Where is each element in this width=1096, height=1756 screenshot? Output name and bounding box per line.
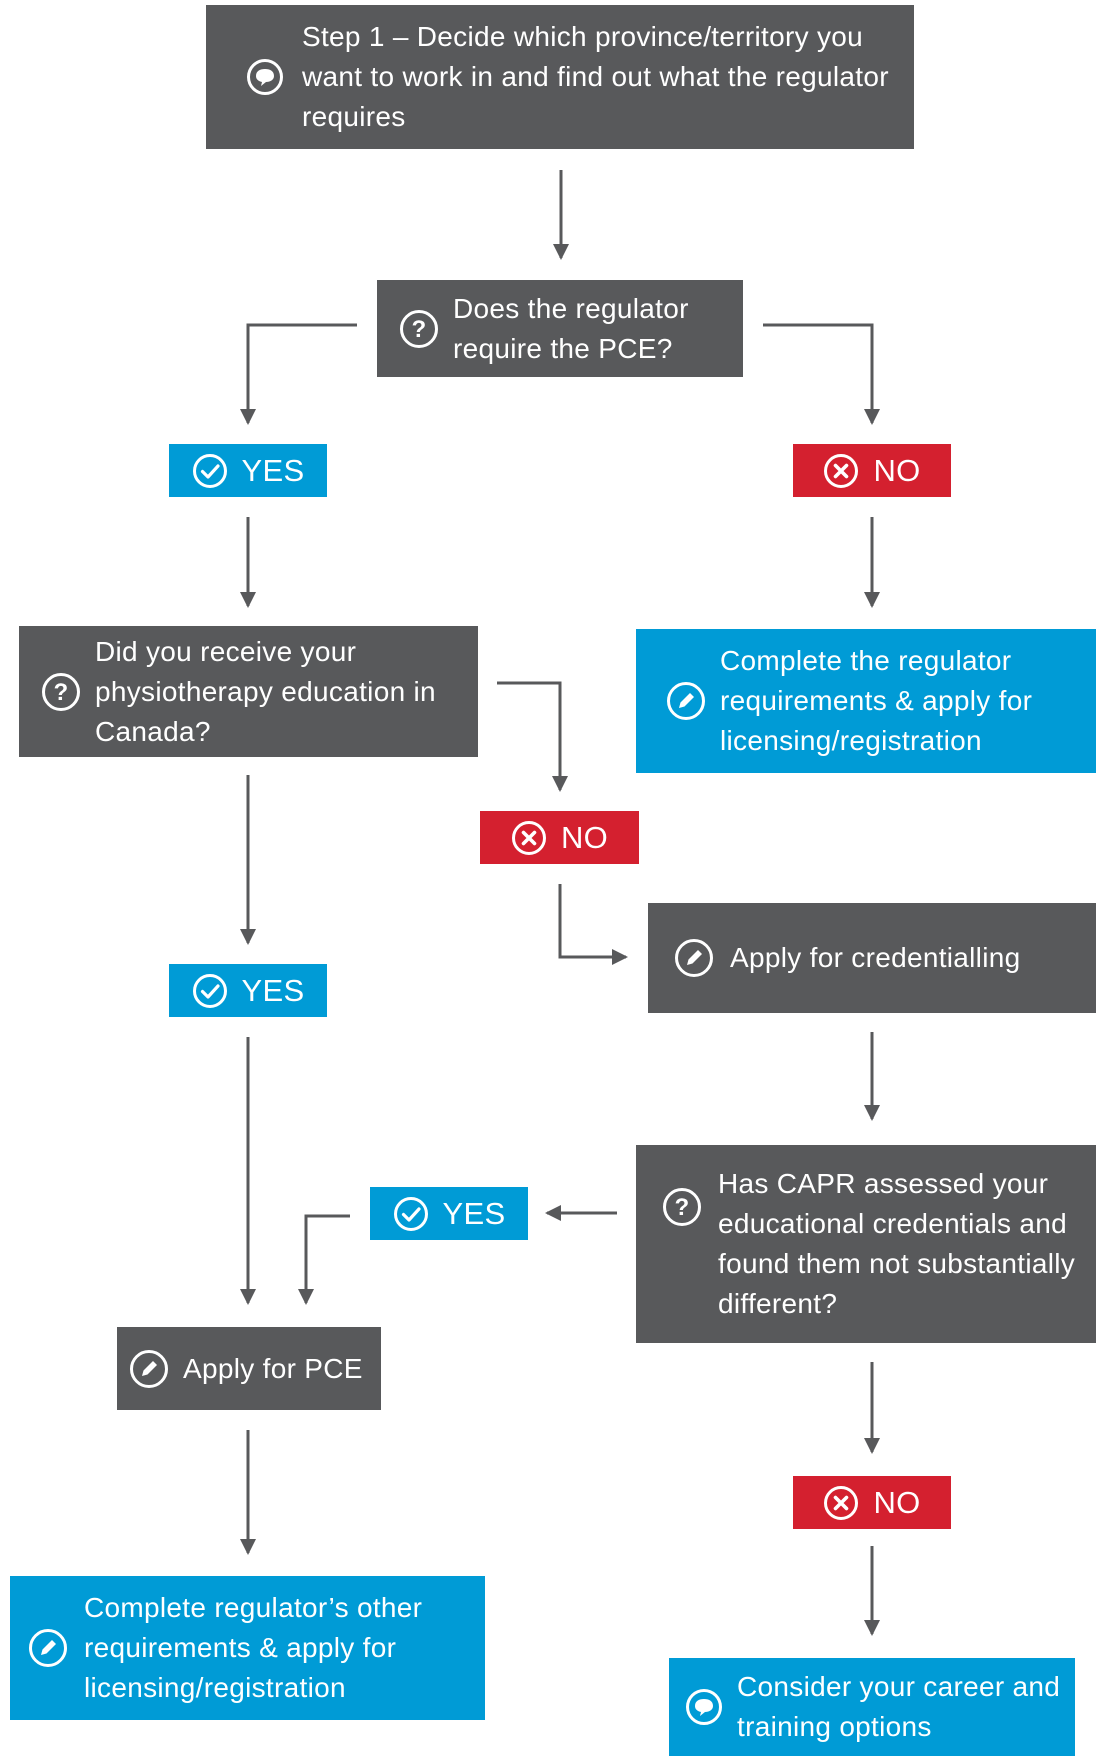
- question-circle-icon: ?: [400, 309, 438, 348]
- pencil-circle-icon: [130, 1349, 168, 1388]
- pencil-circle-icon: [675, 939, 713, 977]
- arrow-q-pce-to-no: [763, 323, 880, 425]
- complete-regulator-box: Complete the regulator requirements & ap…: [636, 629, 1096, 773]
- consider-options-label: Consider your career and training option…: [737, 1671, 1061, 1742]
- arrow-yes-to-apply-pce-2: [298, 1214, 350, 1305]
- check-circle-icon: [192, 973, 227, 1008]
- speech-bubble-icon: [686, 1689, 722, 1725]
- apply-pce-label: Apply for PCE: [183, 1352, 363, 1384]
- yes-label-3: YES: [442, 1195, 506, 1231]
- arrow-q-pce-to-yes: [240, 323, 357, 425]
- question-circle-icon: ?: [663, 1188, 701, 1226]
- svg-text:?: ?: [54, 679, 69, 706]
- yes-label-1: YES: [241, 452, 305, 488]
- pencil-circle-icon: [29, 1629, 67, 1667]
- apply-credentialling-box: Apply for credentialling: [648, 903, 1096, 1013]
- no-label-3: NO: [873, 1484, 921, 1520]
- yes-label-2: YES: [241, 972, 305, 1008]
- question-circle-icon: ?: [42, 672, 80, 711]
- consider-options-box: Consider your career and training option…: [669, 1658, 1075, 1756]
- step1-label: Step 1 – Decide which province/territory…: [302, 21, 889, 132]
- arrow-no-to-credentialling: [558, 884, 628, 965]
- no-label-2: NO: [560, 819, 609, 855]
- step1-box: Step 1 – Decide which province/territory…: [206, 5, 914, 149]
- no-label-1: NO: [873, 452, 921, 488]
- check-circle-icon: [393, 1196, 428, 1231]
- x-circle-icon: [511, 820, 546, 855]
- pencil-circle-icon: [667, 682, 705, 720]
- question-pce-box: ? Does the regulator require the PCE?: [377, 280, 743, 377]
- svg-text:?: ?: [412, 316, 427, 343]
- yes-badge-2: YES: [169, 964, 327, 1017]
- no-badge-3: NO: [793, 1476, 951, 1529]
- question-capr-box: ? Has CAPR assessed your educational cre…: [636, 1145, 1096, 1343]
- question-canada-box: ? Did you receive your physiotherapy edu…: [19, 626, 478, 757]
- question-capr-label: Has CAPR assessed your educational crede…: [718, 1168, 1076, 1319]
- yes-badge-3: YES: [370, 1187, 528, 1240]
- apply-credentialling-label: Apply for credentialling: [730, 942, 1021, 973]
- apply-pce-box: Apply for PCE: [117, 1327, 381, 1410]
- no-badge-1: NO: [793, 444, 951, 497]
- arrow-q-canada-to-no: [497, 681, 568, 792]
- check-circle-icon: [192, 453, 227, 488]
- question-canada-label: Did you receive your physiotherapy educa…: [95, 635, 436, 747]
- complete-other-label: Complete regulator’s other requirements …: [84, 1592, 423, 1703]
- yes-badge-1: YES: [169, 444, 327, 497]
- complete-regulator-label: Complete the regulator requirements & ap…: [720, 645, 1033, 756]
- question-pce-label: Does the regulator require the PCE?: [453, 292, 689, 364]
- no-badge-2: NO: [480, 811, 639, 864]
- x-circle-icon: [824, 1485, 859, 1520]
- complete-other-box: Complete regulator’s other requirements …: [10, 1576, 485, 1720]
- svg-text:?: ?: [675, 1194, 690, 1221]
- speech-bubble-icon: [247, 59, 283, 95]
- x-circle-icon: [824, 453, 859, 488]
